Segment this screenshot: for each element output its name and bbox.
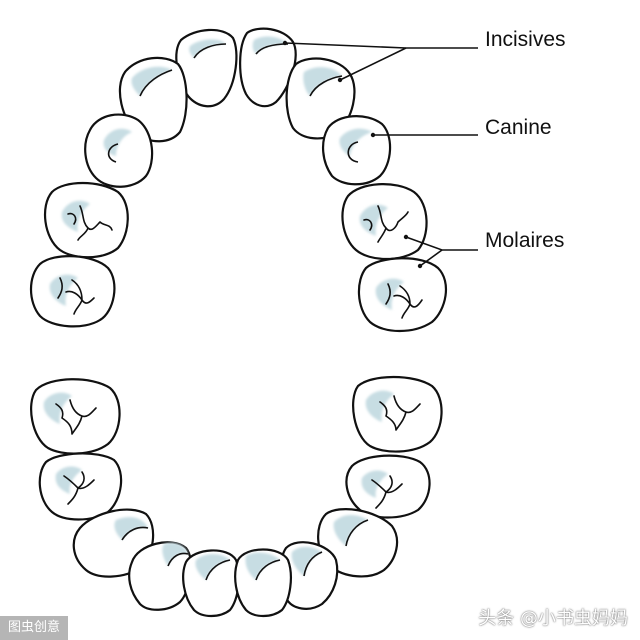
leader-dot	[403, 234, 409, 240]
leader-dot	[370, 132, 376, 138]
leader-dot	[282, 40, 288, 46]
upper-arch	[29, 27, 447, 332]
upper-molar-tooth	[44, 182, 129, 259]
upper-molar-tooth	[357, 257, 447, 332]
lower-arch	[30, 375, 443, 618]
lower-molar-tooth	[38, 452, 123, 521]
lower-incisive-tooth	[128, 541, 193, 611]
lower-molar-tooth	[345, 454, 431, 519]
upper-canine-tooth	[322, 115, 392, 186]
lower-incisive-tooth	[279, 541, 339, 610]
leader-dot	[417, 263, 423, 269]
upper-molar-tooth	[341, 183, 428, 260]
molaires-label: Molaires	[485, 229, 565, 252]
lower-molar-tooth	[30, 378, 121, 455]
leader-lines	[282, 40, 478, 269]
canine-label: Canine	[485, 116, 552, 139]
incisives-leader-line	[284, 42, 478, 49]
incisives-leader-line	[339, 47, 407, 81]
watermark-right: 头条 @小书虫妈妈	[478, 608, 628, 629]
upper-incisive-tooth	[285, 57, 356, 140]
lower-incisive-tooth	[234, 548, 292, 618]
upper-canine-tooth	[84, 113, 154, 188]
lower-incisive-tooth	[182, 549, 240, 618]
incisives-label: Incisives	[485, 28, 566, 51]
molaires-leader-line	[419, 249, 443, 267]
lower-molar-tooth	[352, 375, 443, 453]
upper-incisive-tooth	[239, 27, 297, 108]
leader-dot	[337, 77, 343, 83]
watermark-left: 图虫创意	[0, 616, 69, 640]
upper-molar-tooth	[29, 255, 116, 328]
